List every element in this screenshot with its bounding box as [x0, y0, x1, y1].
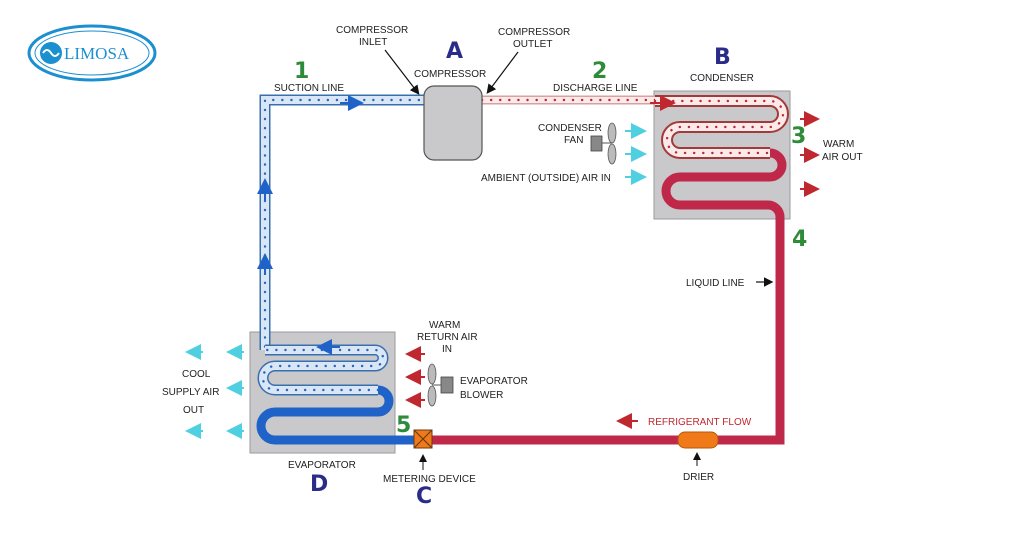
logo-text: LIMOSA	[64, 44, 130, 63]
suction-line-label: SUCTION LINE	[274, 83, 344, 94]
compressor-body	[423, 85, 483, 161]
refrigerant-flow-label: REFRIGERANT FLOW	[648, 417, 752, 428]
compressor-label: COMPRESSOR	[414, 69, 486, 80]
drier	[677, 431, 719, 449]
outlet-pointer	[486, 51, 519, 94]
drier-label: DRIER	[683, 472, 714, 483]
metering-device-label: METERING DEVICE	[383, 474, 476, 485]
warm-air-out-label-1: WARM	[823, 139, 854, 150]
suction-line-pipe	[259, 94, 430, 352]
compressor-inlet-label-1: COMPRESSOR	[336, 25, 408, 36]
evaporator-coil	[256, 344, 416, 445]
point-3: 3	[791, 124, 806, 149]
compressor-outlet-label-2: OUTLET	[513, 39, 552, 50]
ambient-air-label: AMBIENT (OUTSIDE) AIR IN	[481, 173, 611, 184]
compressor-outlet-label-1: COMPRESSOR	[498, 27, 570, 38]
condenser-letter: B	[714, 45, 731, 70]
condenser-coil	[653, 95, 789, 210]
warm-return-label-2: RETURN AIR	[417, 332, 478, 343]
evaporator-blower-label-1: EVAPORATOR	[460, 376, 528, 387]
warm-return-label-3: IN	[442, 344, 452, 355]
cool-supply-label-2: SUPPLY AIR	[162, 387, 219, 398]
cool-supply-label-1: COOL	[182, 369, 211, 380]
inlet-pointer	[384, 49, 420, 95]
condenser-label: CONDENSER	[690, 73, 754, 84]
condenser-fan-icon	[590, 122, 617, 165]
point-5: 5	[396, 413, 411, 438]
warm-air-out-label-2: AIR OUT	[822, 152, 863, 163]
evaporator-blower-label-2: BLOWER	[460, 390, 503, 401]
evaporator-label: EVAPORATOR	[288, 460, 356, 471]
limosa-logo: LIMOSA	[27, 24, 157, 82]
warm-return-label-1: WARM	[429, 320, 460, 331]
condenser-fan-label-1: CONDENSER	[538, 123, 602, 134]
metering-device	[413, 429, 433, 449]
point-2: 2	[592, 59, 607, 84]
cool-supply-label-3: OUT	[183, 405, 204, 416]
compressor-letter: A	[446, 39, 463, 64]
evaporator-letter: D	[310, 472, 328, 497]
point-1: 1	[294, 59, 309, 84]
liquid-line-label: LIQUID LINE	[686, 278, 745, 289]
compressor-inlet-label-2: INLET	[359, 37, 387, 48]
liquid-line-pipe	[712, 200, 785, 445]
evaporator-blower-icon	[427, 363, 454, 407]
point-4: 4	[792, 227, 807, 252]
condenser-fan-label-2: FAN	[564, 135, 583, 146]
metering-letter: C	[416, 484, 432, 509]
discharge-line-label: DISCHARGE LINE	[553, 83, 638, 94]
